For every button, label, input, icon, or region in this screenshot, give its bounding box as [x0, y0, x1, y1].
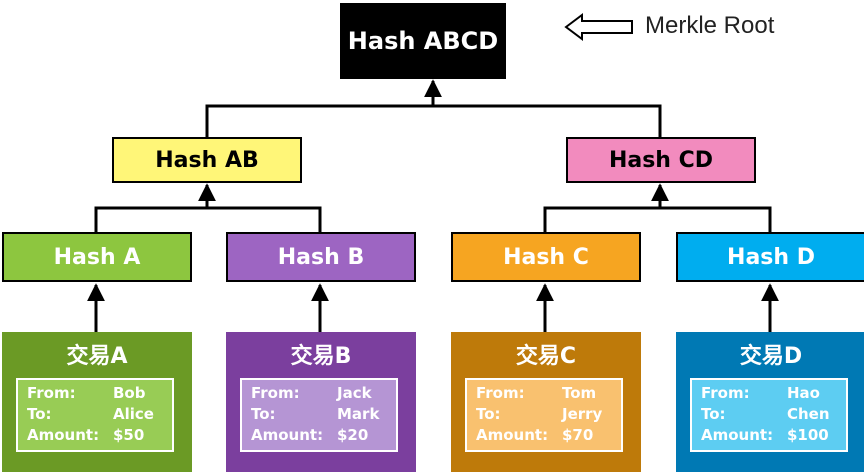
- transaction-details: From: Hao To: Chen Amount: $100: [690, 378, 848, 452]
- to-label: To:: [27, 405, 52, 423]
- hash-b-label: Hash B: [277, 244, 365, 270]
- amount-value: $20: [337, 426, 369, 444]
- amount-label: Amount:: [476, 426, 549, 444]
- from-value: Jack: [337, 384, 372, 402]
- from-value: Tom: [562, 384, 597, 402]
- transaction-details: From: Tom To: Jerry Amount: $70: [465, 378, 623, 452]
- amount-value: $70: [562, 426, 594, 444]
- from-value: Hao: [787, 384, 820, 402]
- hash-c-box: Hash C: [451, 232, 641, 282]
- hash-d-box: Hash D: [676, 232, 864, 282]
- hash-cd-box: Hash CD: [566, 137, 756, 183]
- to-value: Mark: [337, 405, 380, 423]
- hash-ab-box: Hash AB: [112, 137, 302, 183]
- root-hash-label: Hash ABCD: [347, 27, 499, 55]
- transaction-d-box: 交易D From: Hao To: Chen Amount: $100: [676, 332, 864, 472]
- amount-value: $100: [787, 426, 829, 444]
- to-label: To:: [701, 405, 726, 423]
- root-hash-box: Hash ABCD: [340, 3, 506, 79]
- hash-c-label: Hash C: [503, 244, 589, 270]
- transaction-c-box: 交易C From: Tom To: Jerry Amount: $70: [451, 332, 641, 472]
- amount-label: Amount:: [701, 426, 774, 444]
- to-value: Chen: [787, 405, 830, 423]
- hash-b-box: Hash B: [226, 232, 416, 282]
- hash-d-label: Hash D: [727, 244, 815, 270]
- from-label: From:: [251, 384, 300, 402]
- merkle-root-pointer-icon: [564, 13, 633, 41]
- to-value: Jerry: [562, 405, 603, 423]
- amount-value: $50: [113, 426, 145, 444]
- root-connector: [205, 104, 662, 137]
- to-value: Alice: [113, 405, 154, 423]
- from-label: From:: [27, 384, 76, 402]
- merkle-root-label: Merkle Root: [645, 12, 775, 39]
- amount-label: Amount:: [251, 426, 324, 444]
- from-value: Bob: [113, 384, 146, 402]
- amount-label: Amount:: [27, 426, 100, 444]
- transaction-title: 交易C: [515, 344, 577, 369]
- transaction-title: 交易B: [290, 344, 352, 369]
- to-label: To:: [251, 405, 276, 423]
- transaction-a-box: 交易A From: Bob To: Alice Amount: $50: [2, 332, 192, 472]
- hash-a-label: Hash A: [53, 244, 141, 270]
- hash-cd-label: Hash CD: [608, 147, 714, 173]
- transaction-b-box: 交易B From: Jack To: Mark Amount: $20: [226, 332, 416, 472]
- from-label: From:: [476, 384, 525, 402]
- transaction-title: 交易D: [739, 344, 803, 369]
- transaction-details: From: Jack To: Mark Amount: $20: [240, 378, 398, 452]
- hash-a-box: Hash A: [2, 232, 192, 282]
- hash-ab-label: Hash AB: [155, 147, 259, 173]
- transaction-title: 交易A: [66, 344, 128, 369]
- cd-connector: [543, 206, 772, 232]
- from-label: From:: [701, 384, 750, 402]
- transaction-details: From: Bob To: Alice Amount: $50: [16, 378, 174, 452]
- ab-connector: [94, 206, 322, 232]
- to-label: To:: [476, 405, 501, 423]
